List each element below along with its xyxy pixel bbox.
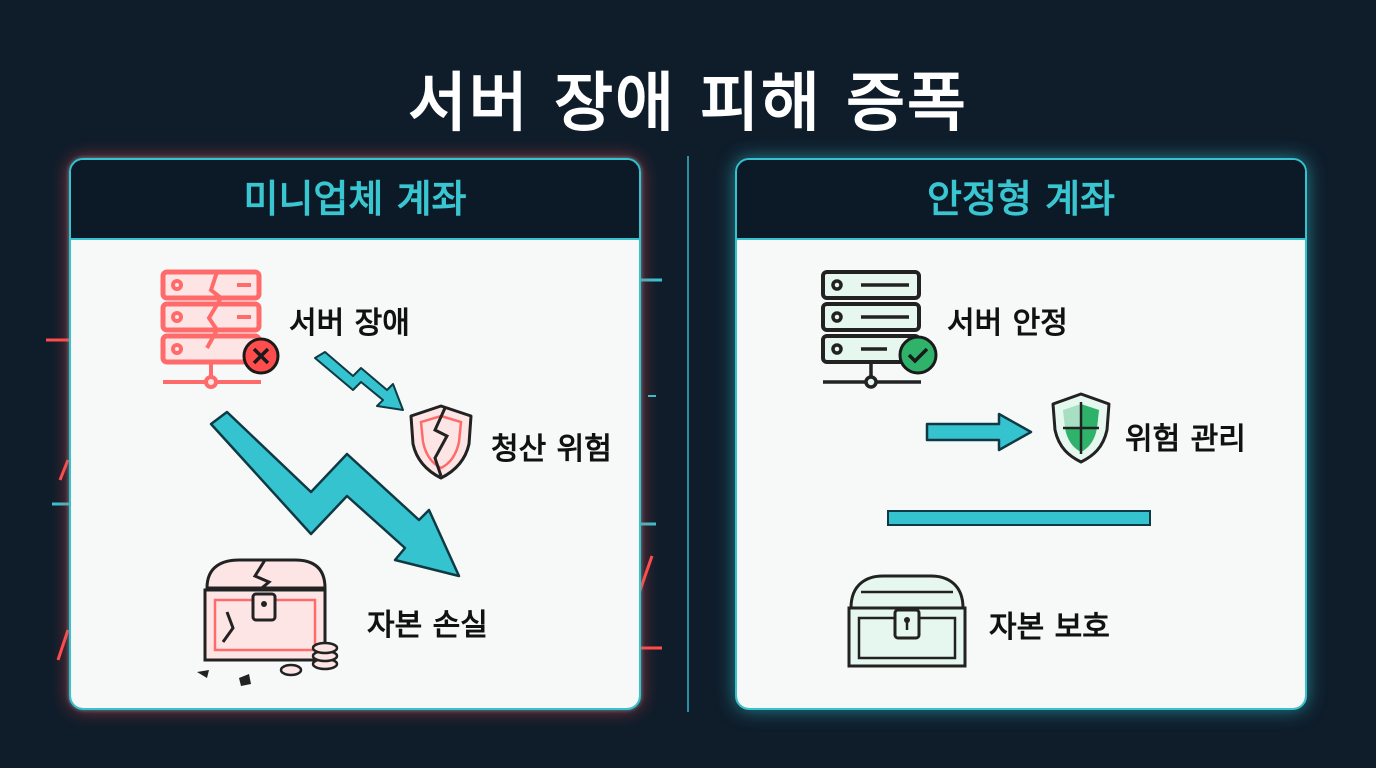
- label-capital-protection: 자본 보호: [989, 610, 1110, 645]
- zigzag-arrow-icon: [209, 410, 461, 578]
- shield-icon: [1051, 392, 1111, 464]
- broken-chest-icon: [197, 558, 339, 686]
- label-server-stable: 서버 안정: [947, 306, 1068, 341]
- page-title: 서버 장애 피해 증폭: [408, 67, 968, 141]
- right-panel: 안정형 계좌 서버 안정: [735, 158, 1307, 710]
- right-panel-header: 안정형 계좌: [737, 160, 1305, 240]
- check-circle-icon: [898, 335, 938, 375]
- label-liquidation-risk: 청산 위험: [491, 432, 612, 467]
- label-server-failure: 서버 장애: [289, 306, 410, 341]
- right-panel-body: 서버 안정 위험 관리 자본 보호: [737, 240, 1305, 708]
- right-arrow-icon: [925, 412, 1033, 452]
- label-capital-loss: 자본 손실: [367, 608, 488, 643]
- left-panel: 미니업체 계좌: [69, 158, 641, 710]
- left-panel-body: 서버 장애 청산 위험: [71, 240, 639, 708]
- treasure-chest-icon: [847, 574, 967, 668]
- center-divider: [687, 156, 689, 712]
- broken-shield-icon: [409, 404, 473, 480]
- zigzag-arrow-icon: [314, 351, 404, 411]
- flat-bar: [887, 510, 1151, 526]
- label-risk-management: 위험 관리: [1125, 422, 1246, 457]
- error-x-icon: [242, 337, 280, 375]
- broken-server-icon: [160, 269, 262, 389]
- left-panel-header: 미니업체 계좌: [71, 160, 639, 240]
